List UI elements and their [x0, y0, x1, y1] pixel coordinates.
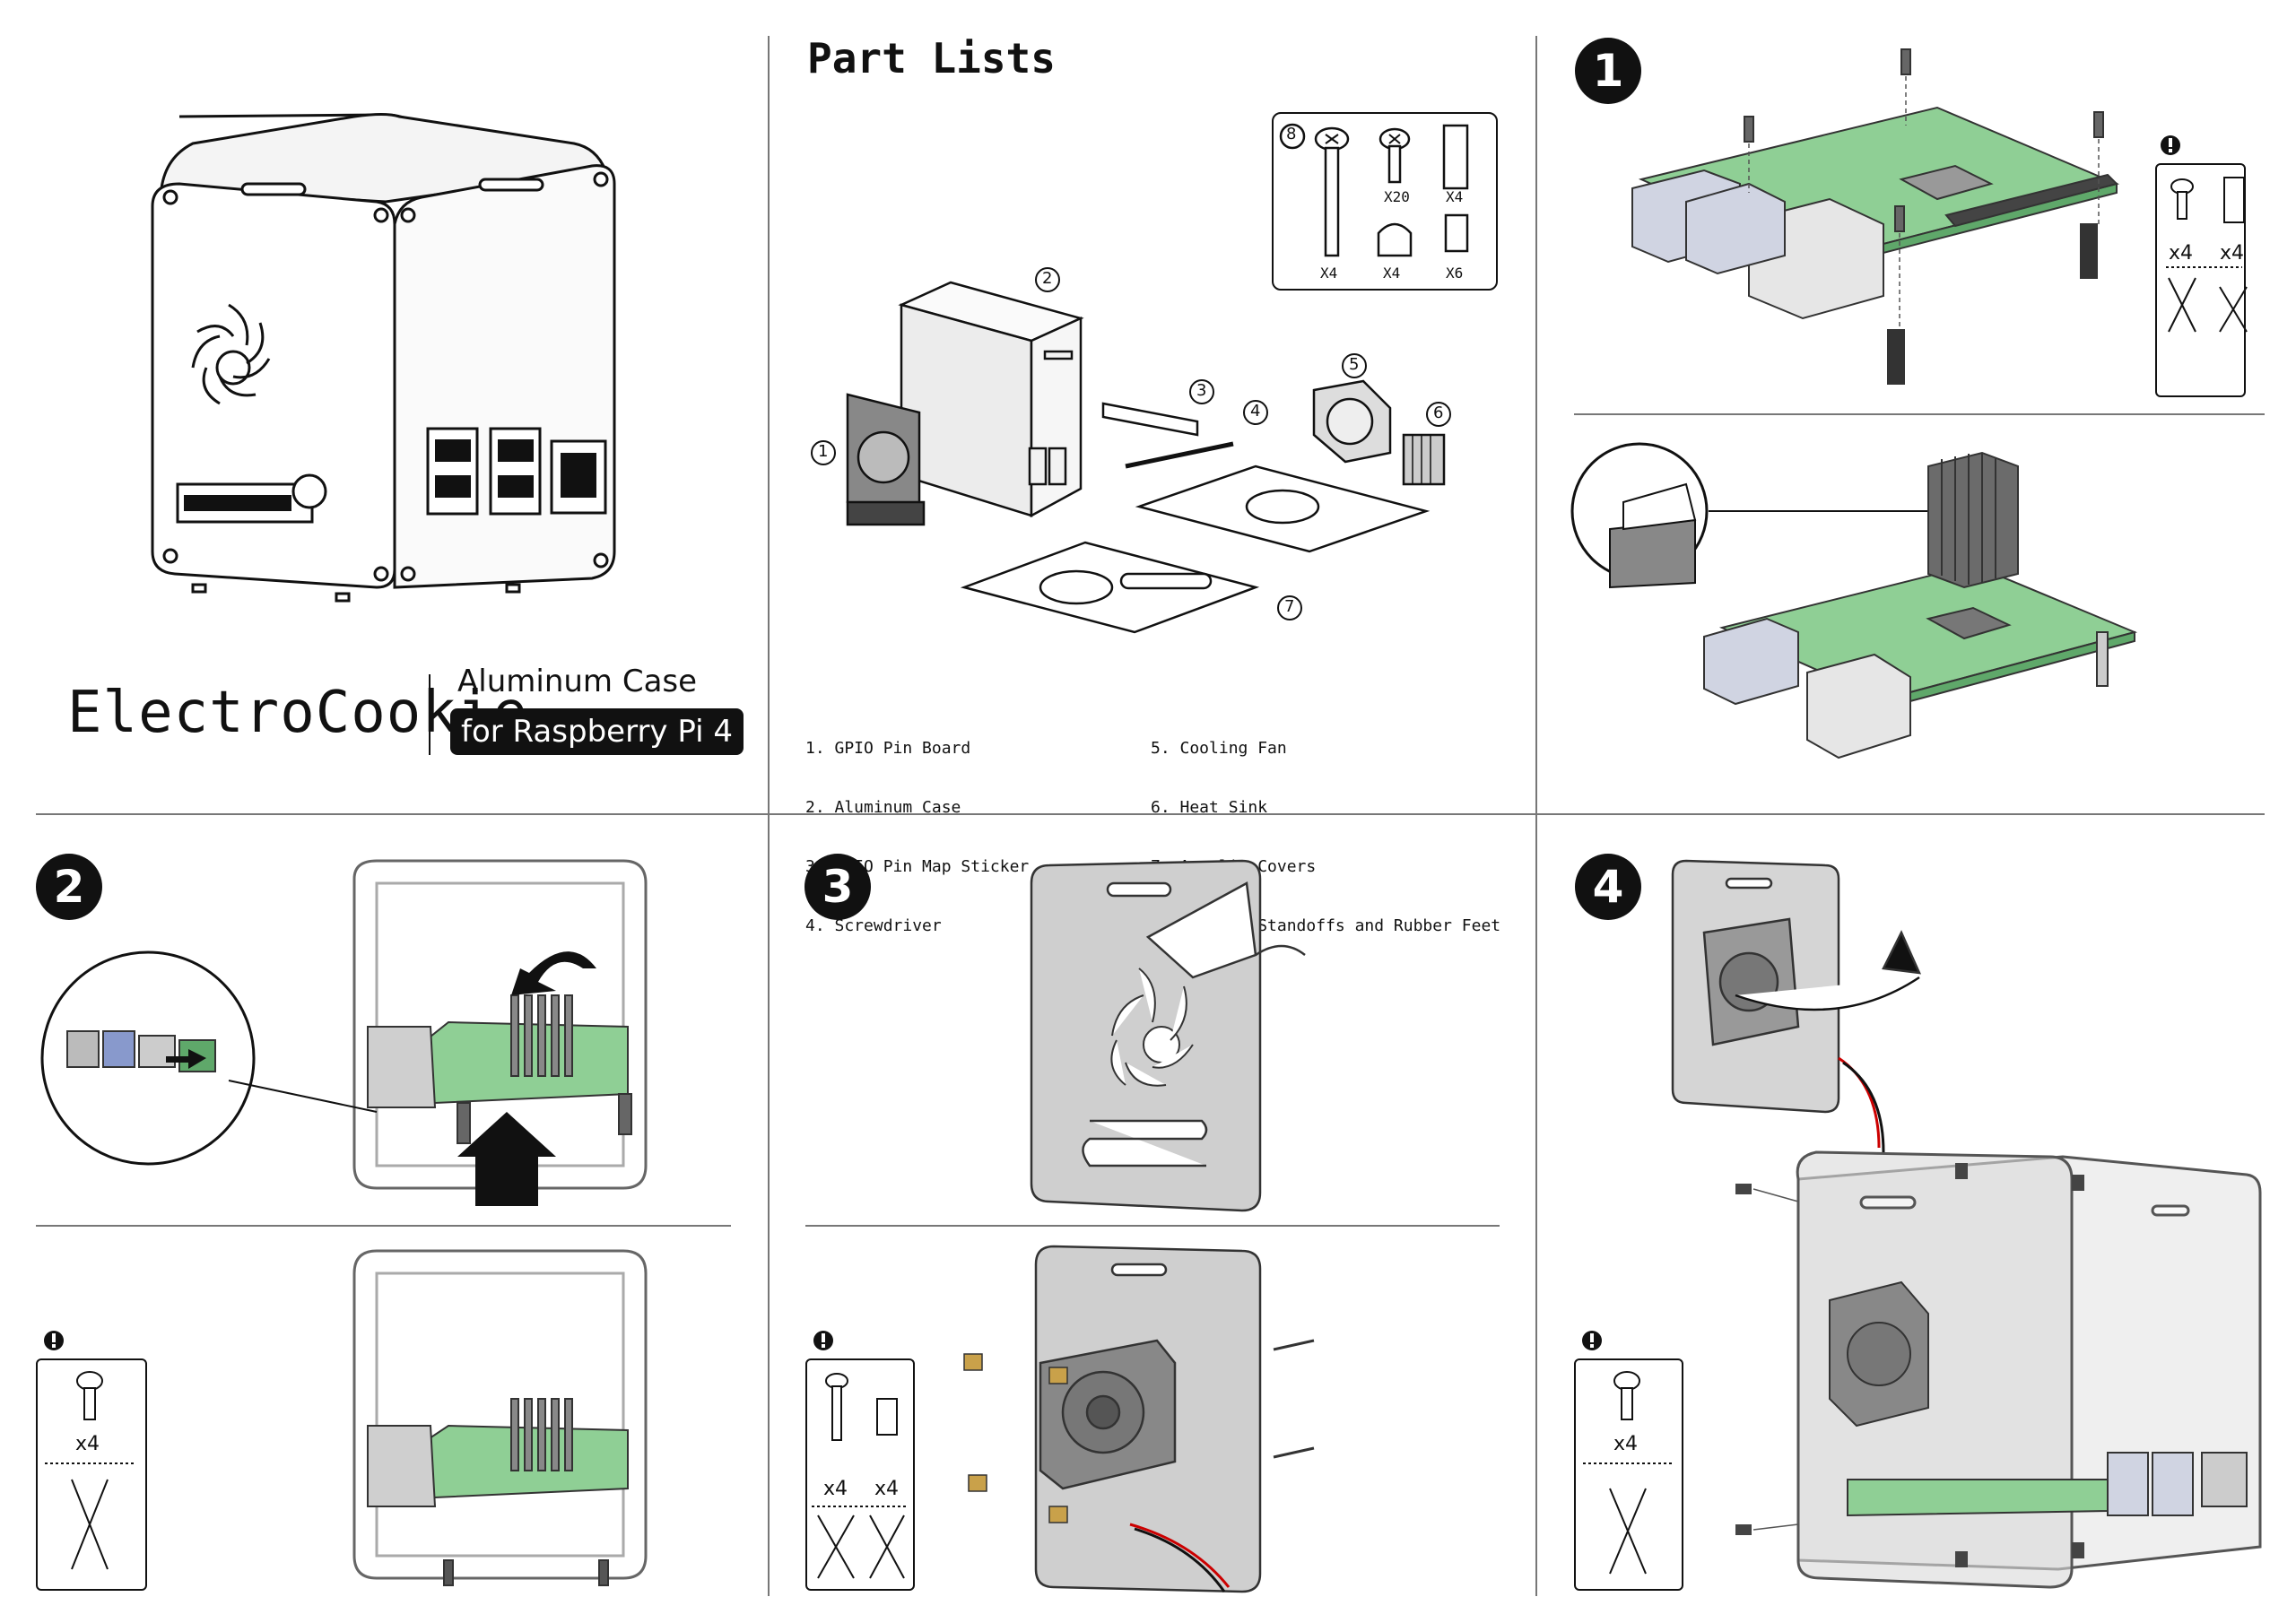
- callout-1: 1: [818, 442, 829, 461]
- callout-circle-1: [811, 440, 836, 465]
- callout-7: 7: [1284, 597, 1295, 616]
- callout-8: 8: [1286, 125, 1297, 143]
- callout-circle-4: [1243, 400, 1268, 425]
- step-3-badge: 3: [804, 854, 871, 920]
- qty-standoff-long: X4: [1446, 188, 1464, 205]
- qty-rubber-foot: X4: [1383, 265, 1401, 282]
- step-2-badge: 2: [36, 854, 102, 920]
- callout-2: 2: [1042, 269, 1053, 288]
- callout-4: 4: [1250, 402, 1261, 421]
- brand-separator: [429, 674, 430, 755]
- callout-circle-7: [1277, 595, 1302, 621]
- step3-screw-qty: x4: [823, 1478, 848, 1500]
- product-title: Aluminum Case: [457, 664, 698, 699]
- step3-standoff-qty: x4: [874, 1478, 900, 1500]
- callout-circle-3: [1189, 379, 1214, 404]
- step1-screw-qty: x4: [2169, 242, 2194, 265]
- step2-screw-qty: x4: [75, 1433, 100, 1455]
- callout-circle-2: [1035, 267, 1060, 292]
- step1-standoff-qty: x4: [2220, 242, 2245, 265]
- callout-circle-5: [1342, 353, 1367, 378]
- qty-standoff-short: X6: [1446, 265, 1464, 282]
- qty-long-screw: X4: [1320, 265, 1338, 282]
- callout-6: 6: [1433, 404, 1444, 422]
- product-subtitle: for Raspberry Pi 4: [450, 708, 744, 755]
- part-item-1: 1. GPIO Pin Board: [805, 739, 971, 758]
- part-item-6: 6. Heat Sink: [1151, 798, 1268, 817]
- part-item-5: 5. Cooling Fan: [1151, 739, 1287, 758]
- step3-hardware-note: [805, 1358, 915, 1591]
- callout-circle-8: [1279, 123, 1306, 150]
- part-item-2: 2. Aluminum Case: [805, 798, 961, 817]
- parts-title: Part Lists: [807, 34, 1056, 82]
- step4-screw-qty: x4: [1613, 1433, 1639, 1455]
- qty-short-screw: X20: [1384, 188, 1410, 205]
- callout-3: 3: [1196, 381, 1207, 400]
- step-1-badge: 1: [1575, 38, 1641, 104]
- callout-circle-6: [1426, 402, 1451, 427]
- part-item-4: 4. Screwdriver: [805, 916, 942, 935]
- callout-5: 5: [1349, 355, 1360, 374]
- step-4-badge: 4: [1575, 854, 1641, 920]
